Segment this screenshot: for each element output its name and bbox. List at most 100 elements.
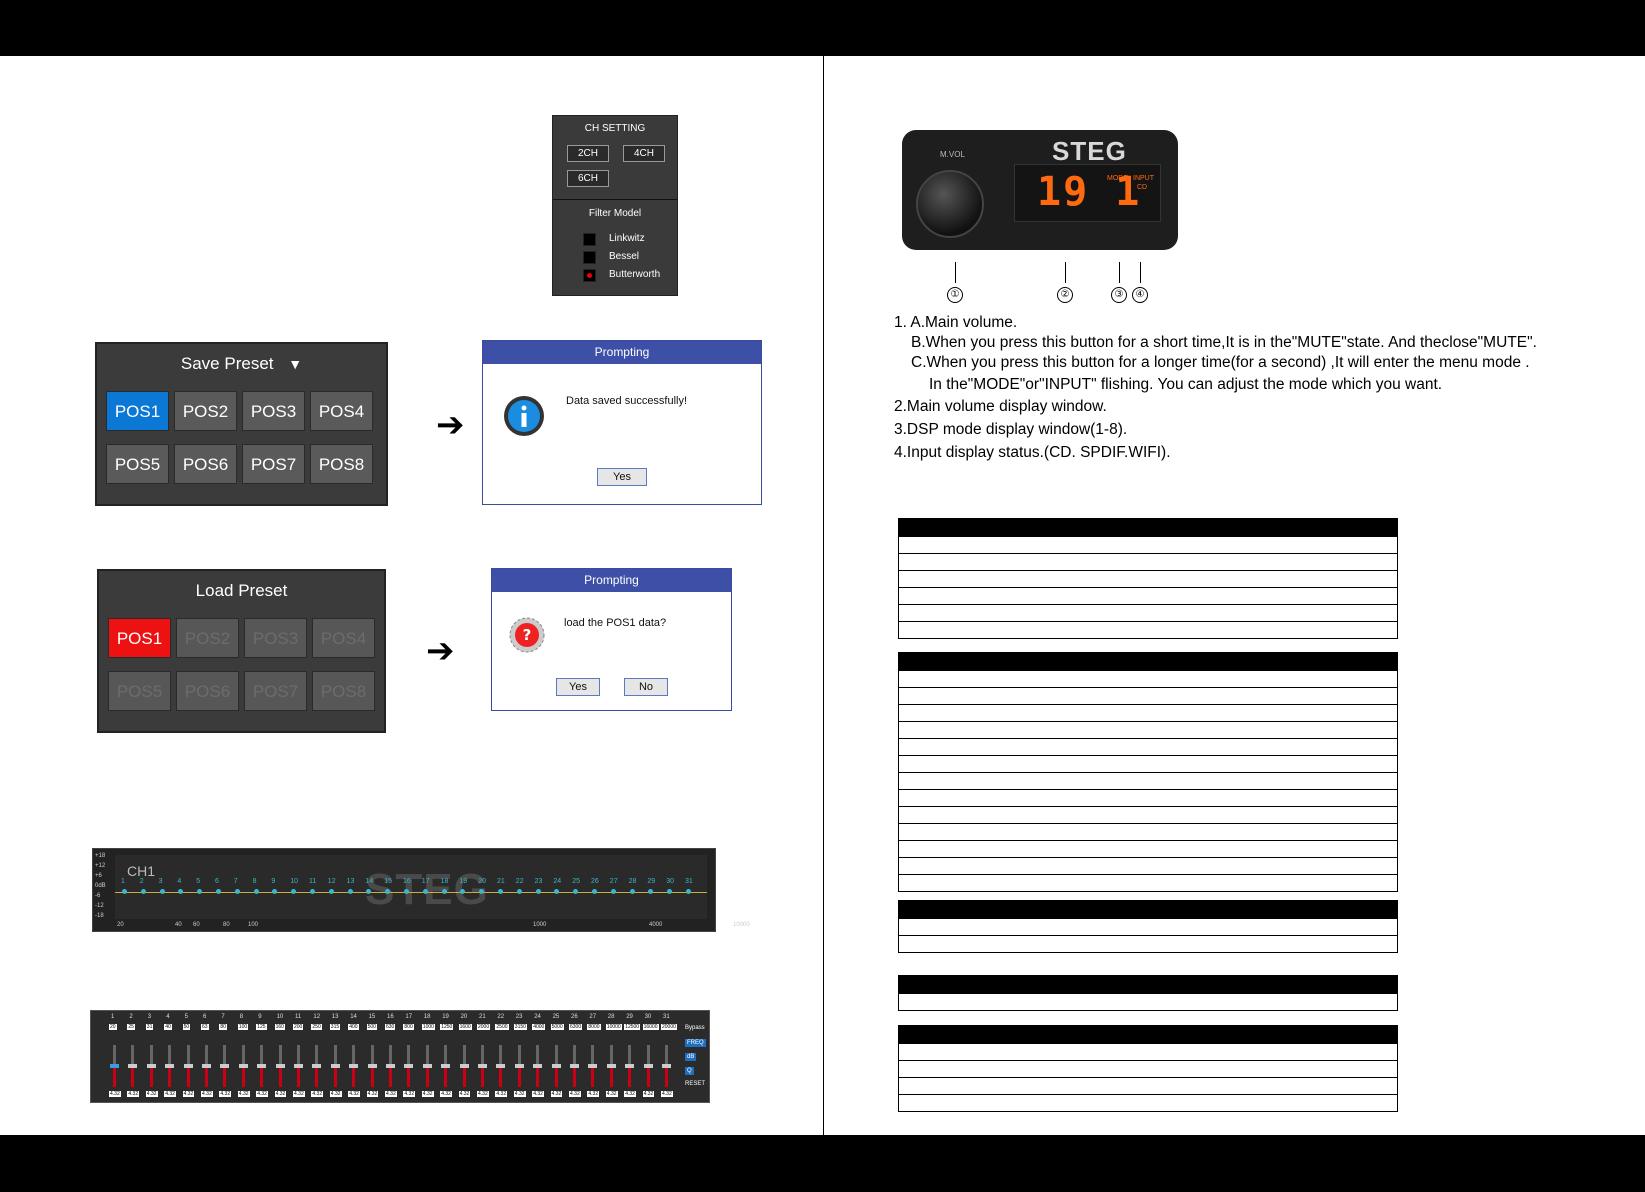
eq-band-handle[interactable] xyxy=(347,889,353,894)
eq-slider-knob[interactable] xyxy=(422,1064,432,1068)
preset-pos5-button[interactable]: POS5 xyxy=(106,444,169,484)
preset-pos6-button[interactable]: POS6 xyxy=(176,671,239,711)
preset-pos1-button[interactable]: POS1 xyxy=(106,391,169,431)
eq-slider-knob[interactable] xyxy=(588,1064,598,1068)
eq-slider-q[interactable]: 4.32 xyxy=(385,1091,397,1097)
preset-pos4-button[interactable]: POS4 xyxy=(310,391,373,431)
eq-band-handle[interactable] xyxy=(272,889,278,894)
eq-freq-button[interactable]: FREQ xyxy=(685,1039,706,1047)
eq-band-handle[interactable] xyxy=(291,889,297,894)
eq-slider-freq[interactable]: 500 xyxy=(366,1024,377,1030)
eq-slider-q[interactable]: 4.32 xyxy=(109,1091,121,1097)
eq-slider-q[interactable]: 4.32 xyxy=(403,1091,416,1097)
eq-slider-knob[interactable] xyxy=(312,1064,322,1068)
eq-slider-freq[interactable]: 25 xyxy=(127,1024,135,1030)
preset-pos7-button[interactable]: POS7 xyxy=(244,671,307,711)
eq-slider-freq[interactable]: 125 xyxy=(256,1024,267,1030)
eq-band-handle[interactable] xyxy=(159,889,165,894)
eq-slider-freq[interactable]: 20000 xyxy=(661,1024,677,1030)
eq-q-button[interactable]: Q xyxy=(685,1067,694,1075)
eq-slider-knob[interactable] xyxy=(146,1064,156,1068)
eq-slider-freq[interactable]: 4000 xyxy=(532,1024,546,1030)
eq-slider-knob[interactable] xyxy=(220,1064,230,1068)
eq-band-handle[interactable] xyxy=(479,889,485,894)
eq-slider-freq[interactable]: 100 xyxy=(237,1024,249,1030)
no-button[interactable]: No xyxy=(624,678,668,696)
eq-slider-knob[interactable] xyxy=(643,1064,653,1068)
eq-band-handle[interactable] xyxy=(441,889,447,894)
filter-model-checkbox[interactable] xyxy=(583,269,596,282)
eq-slider-knob[interactable] xyxy=(349,1064,359,1068)
eq-slider-knob[interactable] xyxy=(367,1064,377,1068)
eq-slider-knob[interactable] xyxy=(128,1064,138,1068)
eq-slider-q[interactable]: 4.32 xyxy=(145,1091,158,1097)
eq-slider-freq[interactable]: 6300 xyxy=(569,1024,583,1030)
dropdown-triangle-icon[interactable]: ▼ xyxy=(288,356,303,372)
eq-slider-knob[interactable] xyxy=(459,1064,469,1068)
filter-model-checkbox[interactable] xyxy=(583,251,596,264)
eq-slider-q[interactable]: 4.32 xyxy=(329,1091,342,1097)
preset-pos8-button[interactable]: POS8 xyxy=(312,671,375,711)
eq-slider-q[interactable]: 4.32 xyxy=(127,1091,140,1097)
4ch-button[interactable]: 4CH xyxy=(623,145,665,162)
eq-slider-freq[interactable]: 1000 xyxy=(421,1024,435,1030)
eq-slider-knob[interactable] xyxy=(294,1064,303,1068)
eq-slider-knob[interactable] xyxy=(404,1064,414,1068)
eq-slider-freq[interactable]: 20 xyxy=(109,1024,117,1030)
eq-slider-knob[interactable] xyxy=(275,1064,285,1068)
eq-slider-q[interactable]: 4.32 xyxy=(477,1091,489,1097)
filter-model-checkbox[interactable] xyxy=(583,233,596,246)
eq-slider-knob[interactable] xyxy=(441,1064,451,1068)
eq-slider-freq[interactable]: 5000 xyxy=(550,1024,564,1030)
eq-reset-button[interactable]: RESET xyxy=(685,1081,706,1087)
eq-slider-knob[interactable] xyxy=(386,1064,395,1068)
preset-pos1-button[interactable]: POS1 xyxy=(108,618,171,658)
preset-pos5-button[interactable]: POS5 xyxy=(108,671,171,711)
eq-slider-freq[interactable]: 80 xyxy=(219,1024,227,1030)
eq-slider-freq[interactable]: 800 xyxy=(403,1024,414,1030)
eq-slider-knob[interactable] xyxy=(514,1064,524,1068)
eq-slider-freq[interactable]: 31 xyxy=(145,1024,154,1030)
eq-slider-q[interactable]: 4.32 xyxy=(532,1091,544,1097)
yes-button[interactable]: Yes xyxy=(556,678,600,696)
eq-slider-freq[interactable]: 12500 xyxy=(624,1024,641,1030)
preset-pos8-button[interactable]: POS8 xyxy=(310,444,373,484)
eq-band-handle[interactable] xyxy=(667,889,673,894)
preset-pos2-button[interactable]: POS2 xyxy=(176,618,239,658)
eq-slider-freq[interactable]: 63 xyxy=(201,1024,209,1030)
eq-db-button[interactable]: dB xyxy=(685,1053,697,1061)
eq-slider-freq[interactable]: 2500 xyxy=(495,1024,509,1030)
eq-slider-knob[interactable] xyxy=(257,1064,267,1068)
eq-slider-freq[interactable]: 16000 xyxy=(642,1024,659,1030)
preset-pos3-button[interactable]: POS3 xyxy=(244,618,307,658)
eq-slider-freq[interactable]: 1600 xyxy=(458,1024,472,1030)
eq-band-handle[interactable] xyxy=(328,889,334,894)
preset-pos4-button[interactable]: POS4 xyxy=(312,618,375,658)
eq-slider-knob[interactable] xyxy=(551,1064,561,1068)
preset-pos3-button[interactable]: POS3 xyxy=(242,391,305,431)
eq-band-handle[interactable] xyxy=(554,889,560,894)
eq-band-handle[interactable] xyxy=(122,889,127,894)
eq-band-handle[interactable] xyxy=(535,889,541,894)
eq-band-handle[interactable] xyxy=(573,889,579,894)
eq-slider-freq[interactable]: 250 xyxy=(311,1024,322,1030)
2ch-button[interactable]: 2CH xyxy=(567,145,609,162)
eq-slider-knob[interactable] xyxy=(238,1064,248,1068)
eq-slider-freq[interactable]: 2000 xyxy=(477,1024,491,1030)
eq-slider-q[interactable]: 4.32 xyxy=(624,1091,636,1097)
eq-slider-q[interactable]: 4.32 xyxy=(256,1091,268,1097)
6ch-button[interactable]: 6CH xyxy=(567,170,609,187)
eq-slider-freq[interactable]: 3150 xyxy=(513,1024,527,1030)
eq-band-handle[interactable] xyxy=(385,889,391,894)
eq-slider-q[interactable]: 4.32 xyxy=(642,1091,655,1097)
eq-slider-knob[interactable] xyxy=(625,1064,635,1068)
eq-band-handle[interactable] xyxy=(460,889,466,894)
eq-slider-knob[interactable] xyxy=(533,1064,543,1068)
eq-slider-freq[interactable]: 200 xyxy=(293,1024,304,1030)
eq-slider-q[interactable]: 4.32 xyxy=(348,1091,360,1097)
eq-slider-knob[interactable] xyxy=(662,1064,671,1068)
eq-slider-q[interactable]: 4.32 xyxy=(293,1091,305,1097)
eq-band-handle[interactable] xyxy=(216,889,221,894)
eq-slider-knob[interactable] xyxy=(606,1064,616,1068)
